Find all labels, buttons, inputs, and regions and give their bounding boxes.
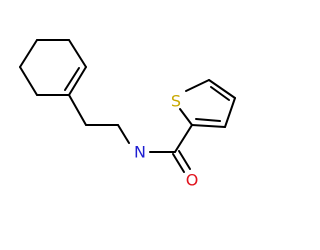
amide-group [149, 124, 193, 173]
cyclohexene-ring [19, 39, 87, 96]
bond-thio-c5-c4 [208, 79, 236, 99]
sulfur-label: S [171, 92, 181, 111]
bond-ring-5 [19, 66, 38, 96]
bond-chain-n [117, 124, 130, 144]
bond-thio-c4-c3 [224, 97, 236, 128]
oxygen-label: O [186, 171, 199, 190]
bond-ring-6 [19, 39, 38, 68]
thiophene-ring [179, 79, 236, 128]
nitrogen-label: N [134, 143, 146, 162]
molecule-structure: S N O [19, 39, 236, 190]
bond-chain-1 [68, 94, 87, 126]
bond-thio-c5-c4-double [210, 86, 230, 101]
ethyl-linker [68, 94, 130, 144]
bond-carbonyl-o-1 [172, 153, 185, 173]
bond-thio-s-c5 [185, 79, 210, 92]
bond-ring-2 [68, 39, 87, 68]
bond-carbonyl-o-2 [178, 150, 191, 170]
bond-thio-c2-s [179, 108, 193, 126]
bond-thio-c3-c2 [191, 124, 226, 128]
bond-ring-3 [68, 66, 87, 96]
bond-thio-c3-c2-double [195, 118, 221, 122]
bond-ring-3-double [64, 67, 80, 91]
bond-carbonyl-ring [174, 124, 193, 153]
